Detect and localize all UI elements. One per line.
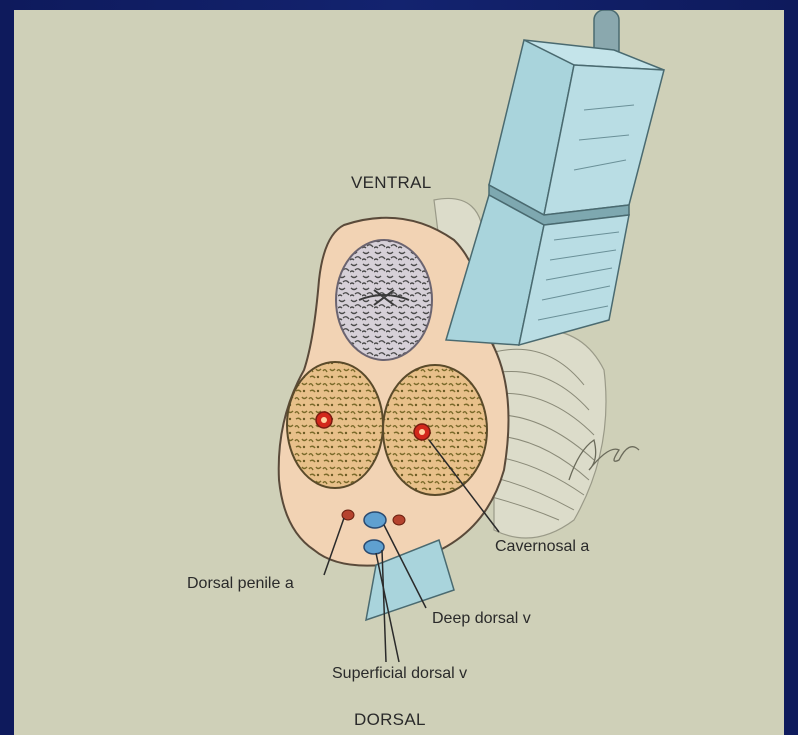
deep-dorsal-vein-label: Deep dorsal v xyxy=(432,610,531,628)
ultrasound-probe xyxy=(446,10,664,345)
illustration-slide: VENTRAL Cavernosal a Dorsal penile a Dee… xyxy=(14,10,784,735)
corpus-cavernosum-left xyxy=(287,362,383,488)
dorsal-label: DORSAL xyxy=(354,710,426,730)
superficial-dorsal-vein xyxy=(364,540,384,554)
dorsal-penile-artery-right xyxy=(393,515,405,525)
superficial-dorsal-vein-label: Superficial dorsal v xyxy=(332,665,467,683)
ventral-label: VENTRAL xyxy=(351,173,432,193)
deep-dorsal-vein xyxy=(364,512,386,528)
penile-cross-section-diagram xyxy=(14,10,784,735)
corpus-cavernosum-right xyxy=(383,365,487,495)
corpus-spongiosum xyxy=(336,240,432,360)
dorsal-penile-artery-label: Dorsal penile a xyxy=(187,575,294,593)
cavernosal-artery-label: Cavernosal a xyxy=(495,538,589,556)
